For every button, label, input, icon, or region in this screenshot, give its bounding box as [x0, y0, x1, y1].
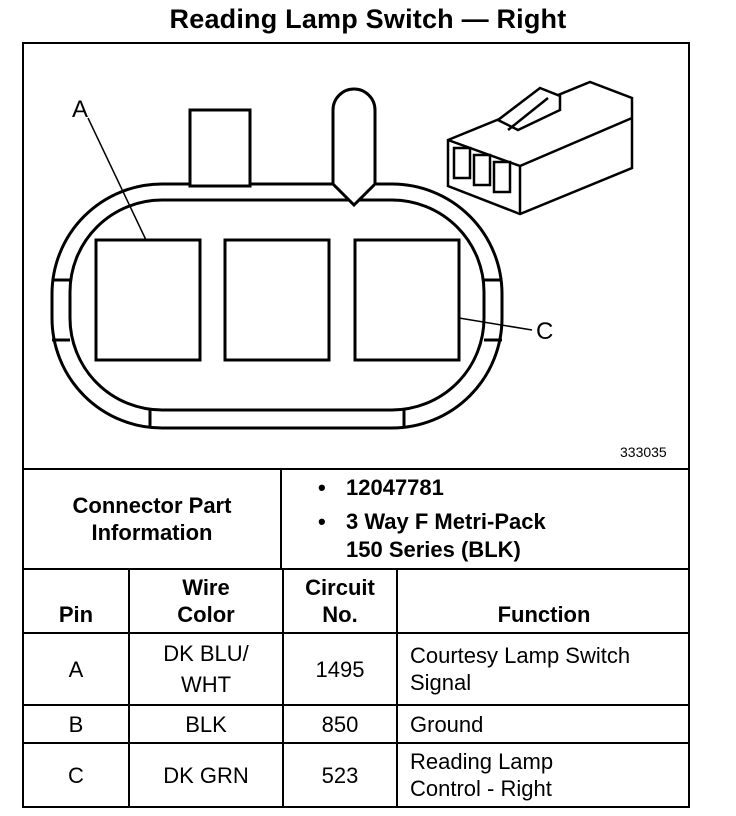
wire-color-value: DK BLU/	[163, 641, 249, 666]
cavity-a	[94, 238, 202, 362]
wire-color-value: BLK	[185, 711, 227, 737]
header-color-label: Color	[177, 602, 235, 627]
list-item: •3 Way F Metri-Pack	[318, 509, 546, 534]
connector-3d-view	[446, 80, 634, 216]
table-row-c-circuit: 523	[284, 744, 396, 806]
header-wire-label: Wire	[182, 575, 230, 600]
connector-type: 3 Way F Metri-Pack	[346, 509, 546, 534]
cavity-c	[353, 238, 461, 362]
table-row-c-function: Reading Lamp Control - Right	[398, 744, 690, 806]
connector-latch	[331, 87, 377, 208]
part-number: 12047781	[346, 475, 444, 500]
connector-outer-shell	[50, 182, 504, 430]
diagram-frame	[22, 42, 690, 808]
callout-c-leader	[458, 317, 533, 331]
circuit-value: 1495	[315, 656, 365, 682]
table-row-b-function: Ground	[398, 706, 690, 742]
connector-info-text: Connector Part Information	[72, 493, 232, 545]
page-title: Reading Lamp Switch — Right	[169, 4, 567, 34]
function-value: Reading Lamp	[410, 749, 554, 774]
header-pin-label: Pin	[58, 602, 94, 627]
list-item: 150 Series (BLK)	[318, 536, 546, 564]
divider	[22, 704, 690, 706]
table-row-a-function: Courtesy Lamp Switch Signal	[398, 634, 690, 704]
connector-inner-shell	[68, 198, 486, 412]
table-row-b-circuit: 850	[284, 706, 396, 742]
header-wire-color: Wire Color	[130, 570, 282, 632]
wire-color-value: WHT	[180, 672, 232, 697]
callout-c-label: C	[536, 318, 554, 345]
divider	[280, 468, 282, 570]
table-row-c-wire: DK GRN	[130, 744, 282, 806]
list-item: •12047781	[318, 475, 444, 500]
circuit-value: 850	[321, 711, 359, 737]
header-function-label: Function	[497, 602, 591, 627]
function-value: Control - Right	[410, 776, 552, 801]
function-value: Ground	[410, 711, 484, 737]
divider	[22, 468, 690, 470]
callout-a-label: A	[72, 96, 89, 123]
table-row-a-wire: DK BLU/ WHT	[130, 634, 282, 704]
function-value: Courtesy Lamp Switch	[410, 643, 631, 668]
divider	[22, 568, 690, 570]
divider	[22, 742, 690, 744]
table-row-a-circuit: 1495	[284, 634, 396, 704]
connector-top-tab	[188, 108, 252, 188]
divider	[396, 568, 398, 808]
connector-info-label: Connector Part Information	[24, 470, 280, 568]
table-row-c-pin: C	[24, 744, 128, 806]
header-pin: Pin	[24, 570, 128, 632]
header-no-label: No.	[322, 602, 358, 627]
callout-a-leader	[87, 117, 147, 241]
table-row-a-pin: A	[24, 634, 128, 704]
connector-face-illustration	[50, 80, 634, 430]
function-value: Signal	[410, 670, 472, 695]
header-circuit-no: Circuit No.	[284, 570, 396, 632]
wire-color-value: DK GRN	[163, 762, 249, 788]
cavity-b	[223, 238, 331, 362]
circuit-value: 523	[321, 762, 359, 788]
pin-value: C	[68, 762, 84, 788]
connector-info-list: •12047781 •3 Way F Metri-Pack 150 Series…	[318, 474, 546, 564]
pin-value: A	[68, 656, 84, 682]
table-row-b-wire: BLK	[130, 706, 282, 742]
figure-number: 333035	[620, 444, 667, 460]
header-function: Function	[398, 570, 690, 632]
divider	[282, 568, 284, 808]
pin-value: B	[68, 711, 84, 737]
table-row-b-pin: B	[24, 706, 128, 742]
header-circuit-label: Circuit	[305, 575, 375, 600]
divider	[128, 568, 130, 808]
divider	[22, 632, 690, 634]
connector-series: 150 Series (BLK)	[346, 537, 521, 562]
